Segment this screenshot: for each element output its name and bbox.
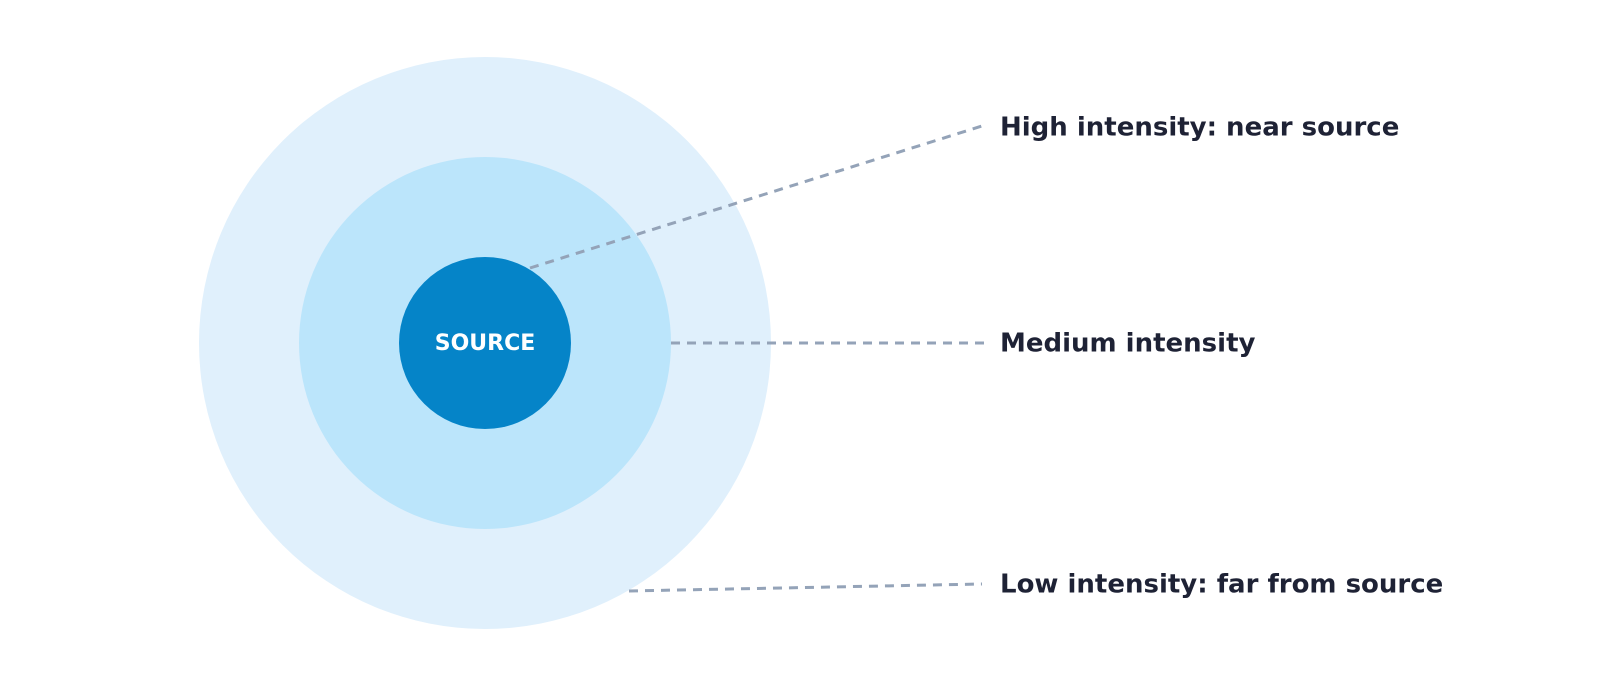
label-high-intensity: High intensity: near source <box>1000 113 1399 143</box>
source-circle <box>399 257 571 429</box>
label-medium-intensity: Medium intensity <box>1000 329 1255 359</box>
source-label: SOURCE <box>435 331 536 356</box>
label-low-intensity: Low intensity: far from source <box>1000 570 1443 600</box>
leader-line-low <box>628 582 983 593</box>
